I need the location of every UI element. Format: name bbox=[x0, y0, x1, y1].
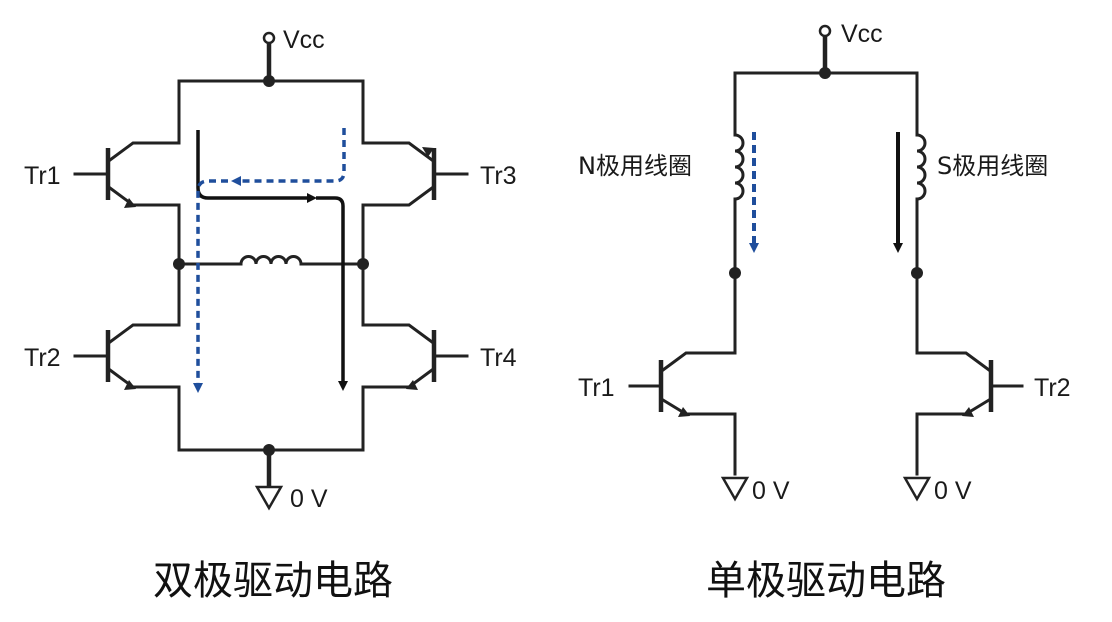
unipolar-ground-left-label: 0 V bbox=[752, 477, 790, 505]
bipolar-current-path-solid bbox=[196, 130, 317, 203]
tr1-label-bipolar: Tr1 bbox=[24, 162, 61, 190]
transistor-tr1-bipolar bbox=[73, 123, 181, 265]
transistor-tr2-bipolar bbox=[73, 261, 181, 407]
transistor-tr3-bipolar bbox=[361, 123, 469, 265]
bipolar-ground-label: 0 V bbox=[290, 485, 328, 513]
tr3-label-bipolar: Tr3 bbox=[480, 162, 517, 190]
unipolar-vcc-label: Vcc bbox=[841, 20, 883, 48]
bipolar-vcc-terminal: Vcc bbox=[262, 26, 325, 87]
tr2-label-unipolar: Tr2 bbox=[1034, 374, 1071, 402]
unipolar-title: 单极驱动电路 bbox=[706, 558, 946, 604]
coil-n-label: N极用线圈 bbox=[578, 152, 692, 180]
bipolar-vcc-label: Vcc bbox=[283, 26, 325, 54]
transistor-tr1-unipolar bbox=[628, 271, 737, 476]
bipolar-bottom-rail bbox=[177, 403, 365, 452]
tr1-label-unipolar: Tr1 bbox=[578, 374, 615, 402]
transistor-tr4-bipolar bbox=[361, 261, 469, 407]
bipolar-top-rail bbox=[177, 79, 365, 127]
bipolar-circuit: Vcc Tr1 Tr2 bbox=[24, 26, 517, 604]
unipolar-top-rail bbox=[733, 71, 919, 137]
transistor-tr2-unipolar bbox=[915, 271, 1024, 476]
bipolar-title: 双极驱动电路 bbox=[153, 558, 393, 604]
tr4-label-bipolar: Tr4 bbox=[480, 344, 517, 372]
bipolar-current-path-dashed-down bbox=[193, 179, 228, 393]
unipolar-ground-left: 0 V bbox=[720, 476, 790, 505]
unipolar-coil-n bbox=[729, 133, 745, 279]
bipolar-current-path-solid-down bbox=[316, 196, 348, 391]
unipolar-circuit: Vcc N极用线圈 S极用线圈 Tr1 bbox=[578, 20, 1071, 604]
unipolar-ground-right-label: 0 V bbox=[934, 477, 972, 505]
tr2-label-bipolar: Tr2 bbox=[24, 344, 61, 372]
bipolar-current-path-dashed bbox=[231, 128, 346, 186]
unipolar-ground-right: 0 V bbox=[902, 476, 972, 505]
bipolar-motor-coil bbox=[173, 255, 369, 270]
bipolar-ground: 0 V bbox=[254, 444, 328, 513]
unipolar-vcc-terminal: Vcc bbox=[818, 20, 883, 79]
unipolar-coil-s bbox=[911, 133, 927, 279]
coil-s-label: S极用线圈 bbox=[937, 152, 1048, 180]
